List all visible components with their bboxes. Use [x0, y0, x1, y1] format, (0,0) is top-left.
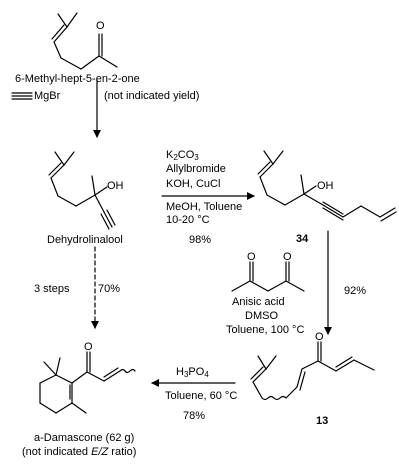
- compound-13-oxygen-label: O: [315, 331, 324, 343]
- step2-reagent-allylbromide: Allylbromide: [166, 163, 226, 175]
- compound-34-oh-label: OH: [317, 180, 334, 192]
- pentanedione-oxygen-right: O: [283, 251, 292, 263]
- compound-13-label: 13: [316, 415, 329, 427]
- start-compound-name: 6-Methyl-hept-5-en-2-one: [15, 73, 140, 85]
- ketone-oxygen-label: O: [96, 20, 105, 32]
- step4-yield: 78%: [183, 410, 206, 422]
- step3-reagent: Anisic acid: [232, 296, 285, 308]
- pentanedione-oxygen-left: O: [247, 251, 256, 263]
- step3-yield: 92%: [344, 285, 367, 297]
- dehydrolinalool-name: Dehydrolinalool: [47, 234, 123, 246]
- damascone-name: a-Damascone (62 g): [34, 432, 135, 444]
- ethynyl-triple-bond: [11, 92, 33, 100]
- step2-temperature: 10-20 °C: [166, 214, 210, 226]
- shortcut-steps: 3 steps: [34, 283, 70, 295]
- compound-34-label: 34: [296, 233, 309, 245]
- step2-reagent-koh-cucl: KOH, CuCl: [166, 178, 221, 190]
- step2-solvent: MeOH, Toluene: [166, 201, 243, 213]
- dehydrolinalool-oh-label: OH: [107, 180, 124, 192]
- start-ketone-structure: [51, 12, 118, 70]
- compound-34-structure: [257, 150, 397, 222]
- grignard-reagent-label: MgBr: [34, 90, 61, 102]
- step2-reagent-k2co3: K2CO3: [166, 149, 199, 162]
- shortcut-yield: 70%: [98, 283, 121, 295]
- step3-solvent-dmso: DMSO: [245, 310, 278, 322]
- pentanedione-structure: [231, 261, 305, 292]
- damascone-structure: [39, 351, 136, 414]
- damascone-ratio-note: (not indicated E/Z ratio): [22, 446, 137, 458]
- dehydrolinalool-structure: [48, 151, 116, 230]
- damascone-oxygen-label: O: [84, 341, 93, 353]
- step3-solvent-toluene: Toluene, 100 °C: [226, 324, 305, 336]
- compound-13-structure: [250, 341, 375, 401]
- step1-yield-note: (not indicated yield): [104, 90, 200, 102]
- step4-reagent-h3po4: H3PO4: [176, 366, 209, 379]
- step2-yield: 98%: [189, 234, 212, 246]
- step4-solvent: Toluene, 60 °C: [165, 390, 238, 402]
